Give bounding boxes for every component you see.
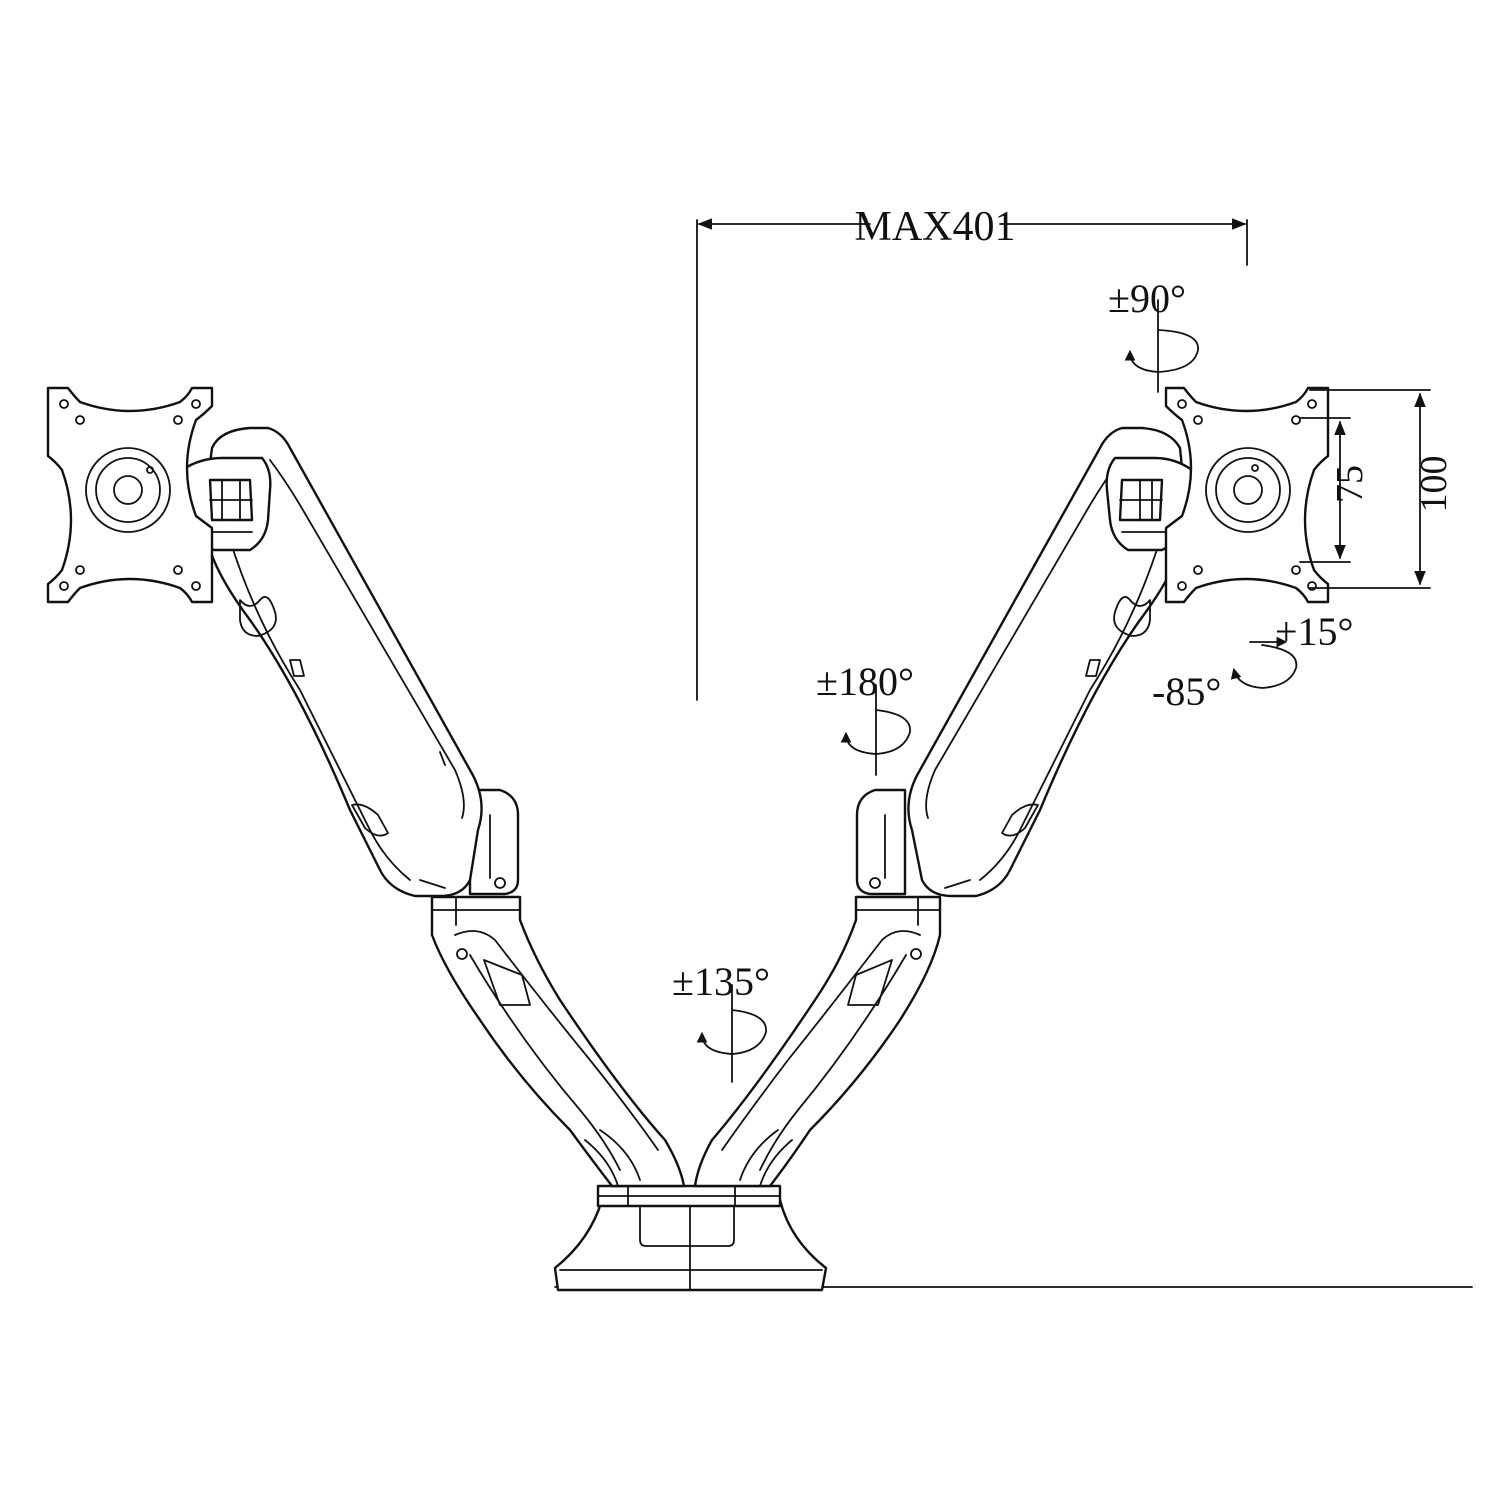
vesa-dimension-lines: 75 100 bbox=[1299, 389, 1455, 589]
vesa-75-label: 75 bbox=[1329, 465, 1371, 503]
elbow-joint-right bbox=[855, 788, 907, 896]
max-reach-dimension: MAX401 bbox=[696, 204, 1248, 701]
tilt-annotation: +15° -85° bbox=[1152, 609, 1354, 714]
rotation-90-annotation: ±90° bbox=[1108, 276, 1199, 393]
vesa-plate-left bbox=[46, 386, 214, 604]
vesa-plate-right bbox=[1164, 386, 1330, 604]
tilt-up-label: +15° bbox=[1275, 609, 1354, 654]
swivel-135-label: ±135° bbox=[672, 959, 770, 1004]
swivel-135-annotation: ±135° bbox=[672, 959, 770, 1083]
swivel-180-annotation: ±180° bbox=[816, 659, 914, 776]
vesa-100-label: 100 bbox=[1413, 456, 1455, 513]
swivel-180-label: ±180° bbox=[816, 659, 914, 704]
upper-arm-left bbox=[206, 426, 483, 898]
rotation-90-label: ±90° bbox=[1108, 276, 1186, 321]
tilt-down-label: -85° bbox=[1152, 669, 1221, 714]
lower-arm-right bbox=[693, 895, 942, 1188]
max-reach-label: MAX401 bbox=[854, 204, 1015, 250]
desk-clamp-base bbox=[553, 1184, 828, 1292]
lower-arm-left bbox=[430, 895, 686, 1188]
